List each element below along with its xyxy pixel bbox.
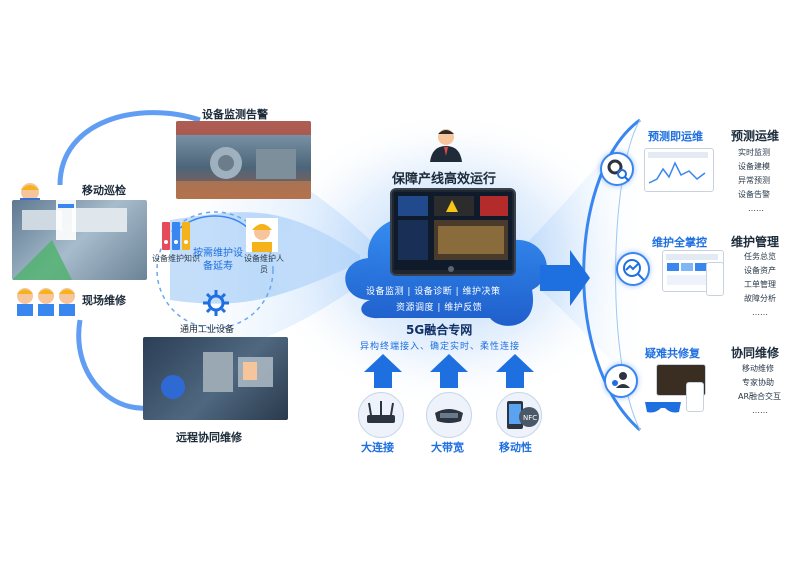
general-equipment-label: 通用工业设备: [180, 325, 235, 335]
capability-label-1: 大连接: [361, 441, 394, 454]
group-2-title: 维护管理: [731, 235, 780, 249]
dashboard-tablet: [390, 188, 516, 276]
gear-search-icon: [600, 152, 634, 186]
remote-repair-photo: [143, 337, 288, 420]
network-title: 5G融合专网: [406, 323, 473, 337]
up-arrow-3: [496, 354, 534, 372]
services-line-1: 设备监测 | 设备诊断 | 维护决策: [366, 287, 501, 297]
group-2-item-2: 设备资产: [744, 266, 776, 275]
vr-goggles-icon: [643, 398, 683, 416]
engineer-icon: [246, 218, 278, 252]
group-3-item-2: 专家协助: [742, 378, 774, 387]
group-3-item-3: AR融合交互: [738, 392, 782, 401]
group-1-tag: 预测即运维: [648, 130, 703, 143]
group-2-item-3: 工单管理: [744, 280, 776, 289]
up-arrow-2: [430, 354, 468, 372]
services-line-2: 资源调度 | 维护反馈: [396, 303, 483, 313]
group-1-item-4: 设备告警: [738, 190, 770, 199]
group-2-phone: [706, 262, 724, 296]
capability-label-3: 移动性: [499, 441, 532, 454]
up-arrow-3-stem: [506, 372, 524, 388]
group-3-item-1: 移动维修: [742, 364, 774, 373]
group-1-item-3: 异常预测: [738, 176, 770, 185]
binders-icon: [160, 220, 192, 252]
up-arrow-1-stem: [374, 372, 392, 388]
worker-avatars-bottom: [14, 284, 78, 316]
group-1-item-5: ……: [748, 204, 764, 213]
gear-icon: [201, 288, 231, 318]
up-arrow-1: [364, 354, 402, 372]
network-subtitle: 异构终端接入、确定实时、柔性连接: [360, 342, 521, 352]
knowledge-label: 设备维护知识: [152, 254, 200, 263]
device-alarm-label: 设备监测告警: [202, 108, 268, 121]
analytics-icon: [616, 252, 650, 286]
group-1-monitor: [644, 148, 714, 192]
device-alarm-photo: [176, 121, 311, 199]
collaboration-icon: [604, 364, 638, 398]
mobile-patrol-photo: [12, 200, 147, 280]
group-2-item-1: 任务总览: [744, 252, 776, 261]
onsite-repair-label: 现场维修: [82, 294, 126, 307]
up-arrow-2-stem: [440, 372, 458, 388]
group-3-phone: [686, 382, 704, 412]
svg-text:NFC: NFC: [523, 414, 537, 422]
group-1-item-1: 实时监测: [738, 148, 770, 157]
phone-nfc-icon: NFC: [496, 392, 542, 438]
group-3-item-4: ……: [752, 406, 768, 415]
group-2-item-5: ……: [752, 308, 768, 317]
manager-icon: [426, 126, 466, 162]
vr-glasses-icon: [426, 392, 472, 438]
remote-repair-label: 远程协同维修: [176, 431, 242, 444]
group-3-title: 协同维修: [731, 346, 780, 360]
on-demand-label: 按需维护设备延寿: [193, 248, 243, 272]
router-icon: [358, 392, 404, 438]
mobile-patrol-label: 移动巡检: [82, 184, 126, 197]
group-2-tag: 维护全掌控: [652, 236, 707, 249]
group-1-title: 预测运维: [731, 129, 780, 143]
group-2-item-4: 故障分析: [744, 294, 776, 303]
group-3-tag: 疑难共修复: [645, 347, 700, 360]
capability-label-2: 大带宽: [431, 441, 464, 454]
personnel-label: 设备维护人员: [244, 254, 284, 274]
group-1-item-2: 设备建模: [738, 162, 770, 171]
headline: 保障产线高效运行: [392, 172, 497, 187]
